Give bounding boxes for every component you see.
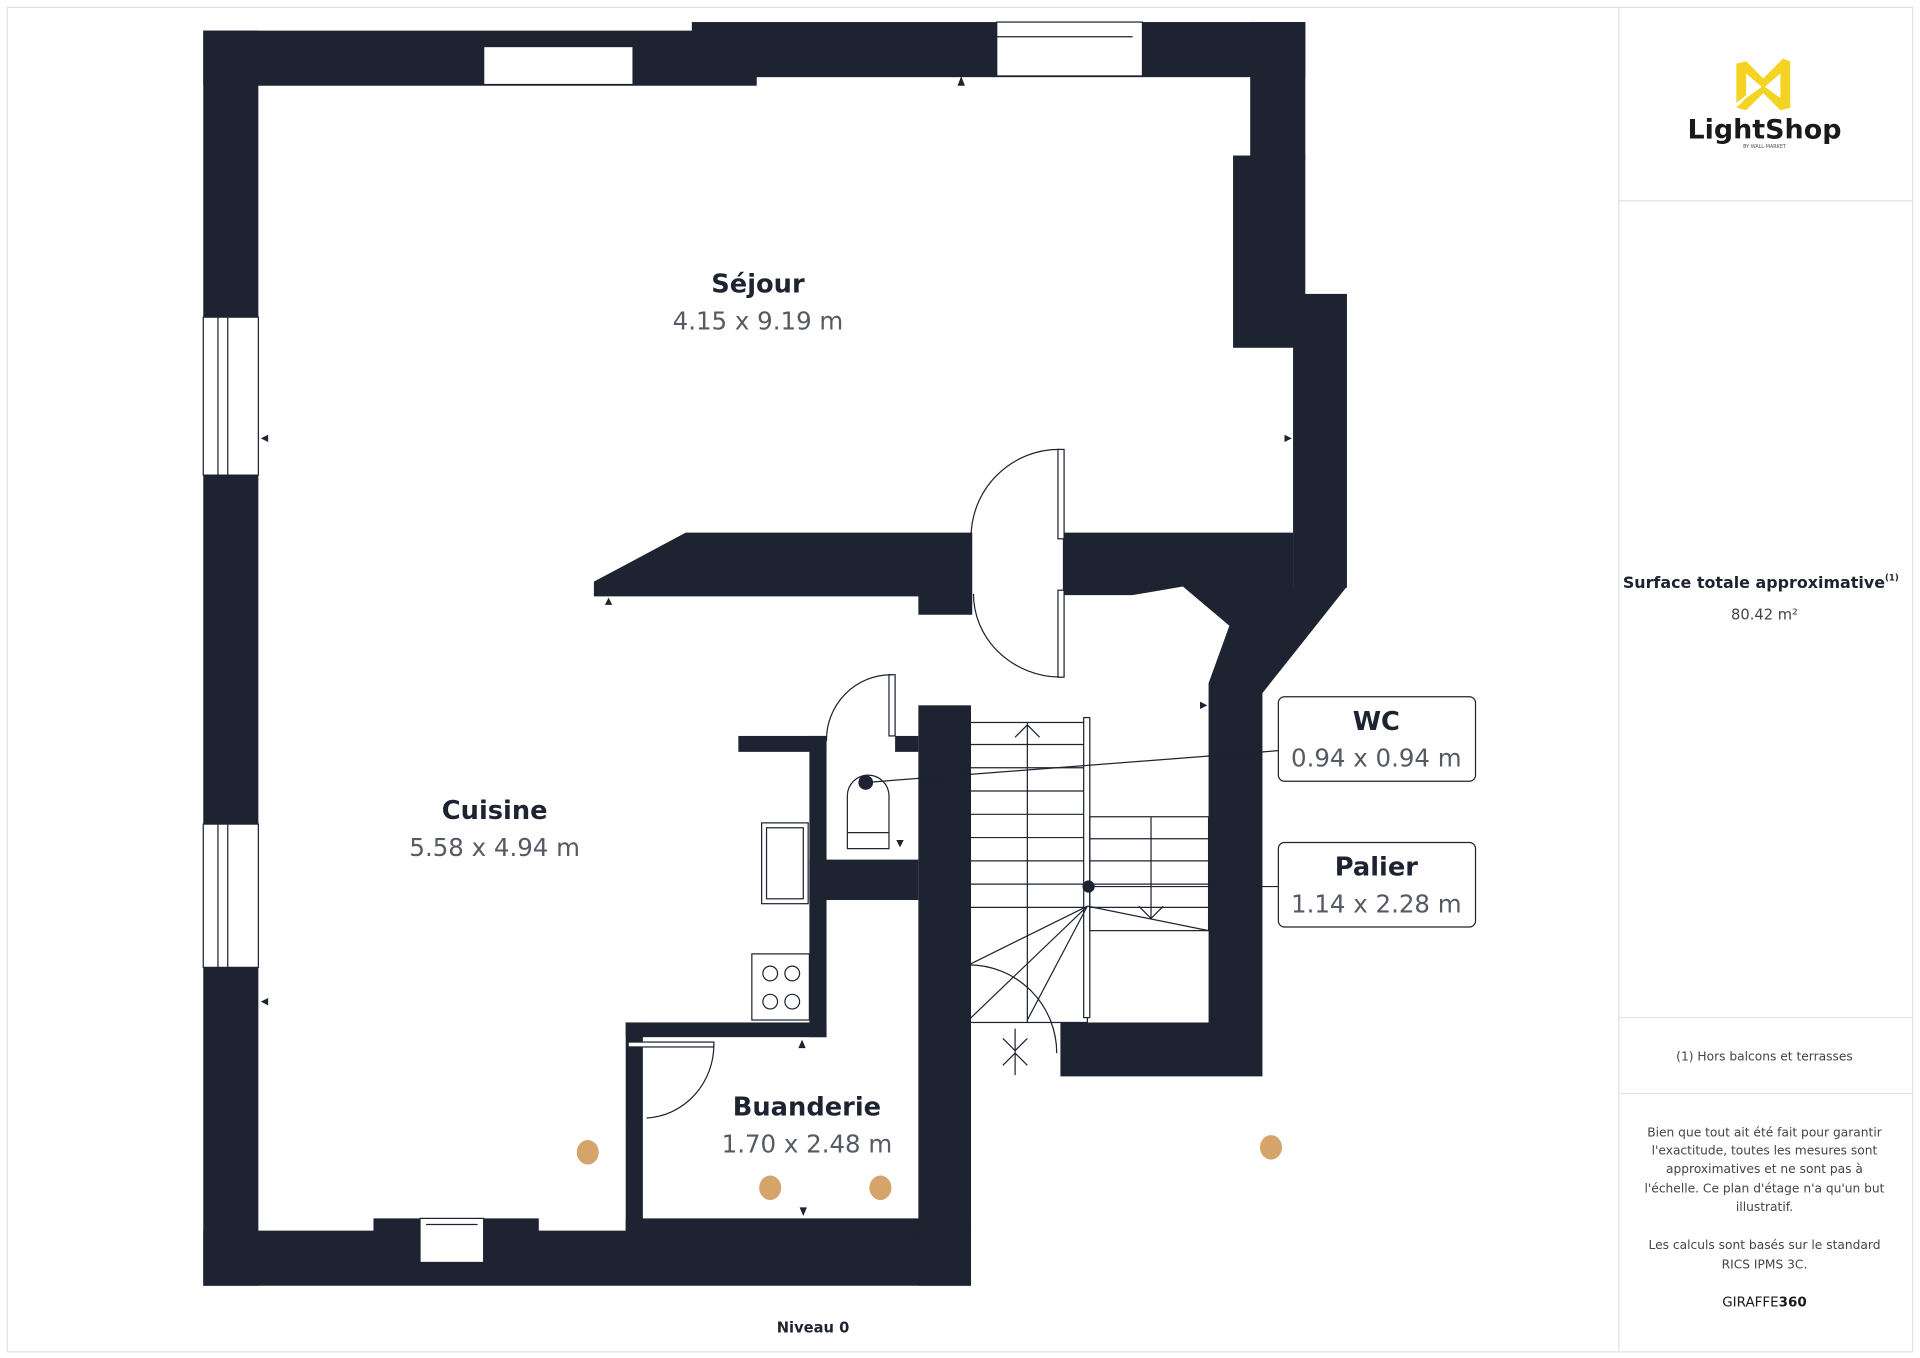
footnote: (1) Hors balcons et terrasses bbox=[1676, 1049, 1853, 1063]
page-border bbox=[6, 6, 1914, 1353]
logo-icon bbox=[1736, 58, 1791, 111]
room-name: Séjour bbox=[711, 270, 805, 300]
marker-dot bbox=[869, 1175, 892, 1201]
room-dimensions: 1.70 x 2.48 m bbox=[722, 1129, 893, 1158]
room-name: Buanderie bbox=[733, 1093, 881, 1123]
doors bbox=[627, 448, 1065, 1121]
standard-line: RICS IPMS 3C. bbox=[1722, 1258, 1808, 1272]
disclaimer-line: l'exactitude, toutes les mesures sont bbox=[1652, 1144, 1878, 1158]
marker-dot bbox=[1260, 1135, 1283, 1160]
windows bbox=[202, 21, 1144, 1264]
marker-dot bbox=[576, 1140, 599, 1165]
disclaimer-line: approximatives et ne sont pas à bbox=[1666, 1162, 1863, 1176]
location-markers bbox=[576, 1135, 1283, 1201]
room-cuisine: Cuisine 5.58 x 4.94 m bbox=[409, 796, 580, 862]
disclaimer-line: l'échelle. Ce plan d'étage n'a qu'un but bbox=[1645, 1182, 1885, 1196]
wc-leader-line bbox=[865, 750, 1279, 784]
room-buanderie: Buanderie 1.70 x 2.48 m bbox=[722, 1093, 893, 1159]
room-sejour: Séjour 4.15 x 9.19 m bbox=[673, 270, 844, 336]
room-dimensions: 5.58 x 4.94 m bbox=[409, 833, 580, 862]
disclaimer: Bien que tout ait été fait pour garantir… bbox=[1645, 1125, 1885, 1271]
wall-markers bbox=[260, 75, 1292, 1216]
footnote-mark: (1) bbox=[1885, 573, 1899, 583]
disclaimer-line: illustratif. bbox=[1736, 1200, 1793, 1214]
room-palier: Palier 1.14 x 2.28 m bbox=[1277, 841, 1477, 928]
brand-tagline: BY WALL-MARKET bbox=[1743, 144, 1786, 150]
fixtures bbox=[751, 774, 890, 1021]
brand-name: LightShop bbox=[1687, 114, 1841, 145]
brand-logo: LightShop BY WALL-MARKET bbox=[1687, 58, 1841, 150]
giraffe360-credit: GIRAFFE360 bbox=[1722, 1296, 1806, 1311]
level-label: Niveau 0 bbox=[777, 1319, 850, 1336]
standard-line: Les calculs sont basés sur le standard bbox=[1648, 1238, 1880, 1252]
room-name: WC bbox=[1353, 707, 1400, 737]
room-dimensions: 4.15 x 9.19 m bbox=[673, 306, 844, 335]
room-dimensions: 1.14 x 2.28 m bbox=[1291, 889, 1462, 918]
credit-prefix: GIRAFFE bbox=[1722, 1296, 1778, 1311]
room-dimensions: 0.94 x 0.94 m bbox=[1291, 744, 1462, 773]
surface-summary: Surface totale approximative(1) 80.42 m² bbox=[1623, 573, 1899, 624]
floor-plan: Séjour 4.15 x 9.19 m Cuisine 5.58 x 4.94… bbox=[202, 21, 1477, 1336]
room-wc: WC 0.94 x 0.94 m bbox=[1277, 696, 1477, 782]
surface-label: Surface totale approximative(1) bbox=[1623, 573, 1899, 592]
credit-suffix: 360 bbox=[1779, 1296, 1807, 1311]
disclaimer-line: Bien que tout ait été fait pour garantir bbox=[1647, 1125, 1882, 1139]
surface-label-text: Surface totale approximative bbox=[1623, 573, 1885, 592]
surface-value: 80.42 m² bbox=[1731, 607, 1798, 624]
room-name: Palier bbox=[1335, 853, 1419, 883]
room-name: Cuisine bbox=[442, 796, 548, 826]
marker-dot bbox=[759, 1175, 782, 1201]
